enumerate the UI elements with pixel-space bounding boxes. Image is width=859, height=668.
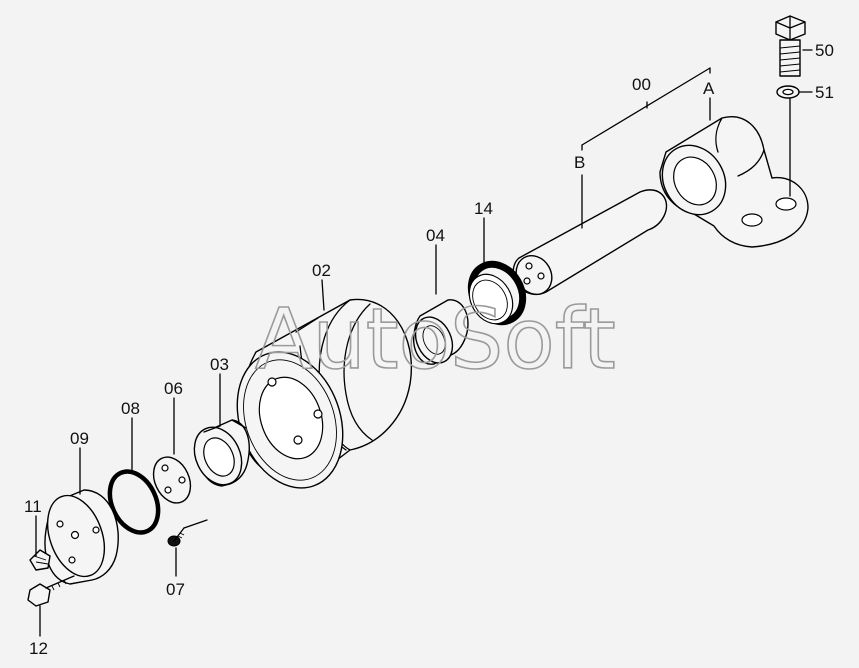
label-11: 11 (24, 497, 42, 516)
part-09-cover (44, 489, 119, 585)
label-04: 04 (426, 226, 445, 245)
part-08-oring (107, 469, 161, 535)
part-06-plate (152, 456, 192, 504)
part-A-bracket (659, 116, 809, 248)
part-50-bolt (775, 15, 806, 77)
label-09: 09 (70, 429, 89, 448)
part-04-bushing (413, 299, 469, 365)
label-00: 00 (632, 75, 651, 94)
label-A: A (703, 79, 715, 98)
label-03: 03 (210, 355, 229, 374)
part-B-shaft (512, 189, 668, 296)
label-B: B (574, 153, 585, 172)
label-07: 07 (166, 580, 185, 599)
part-03-flange-bushing (193, 419, 250, 487)
label-02: 02 (312, 261, 331, 280)
part-07-screw (167, 519, 208, 547)
label-14: 14 (474, 199, 493, 218)
part-02-roller (236, 298, 412, 489)
part-14-seal (467, 260, 527, 326)
part-12-bolt (27, 575, 75, 607)
part-labels: 00 A B 50 51 14 04 02 03 06 08 09 11 07 … (24, 41, 834, 658)
part-51-washer (776, 85, 800, 99)
label-50: 50 (815, 41, 834, 60)
label-51: 51 (815, 83, 834, 102)
part-11-plug (29, 549, 51, 571)
label-06: 06 (164, 379, 183, 398)
label-12: 12 (29, 639, 48, 658)
watermark-text: AutoSoft (255, 290, 616, 388)
label-08: 08 (121, 399, 140, 418)
leader-lines (35, 49, 813, 637)
